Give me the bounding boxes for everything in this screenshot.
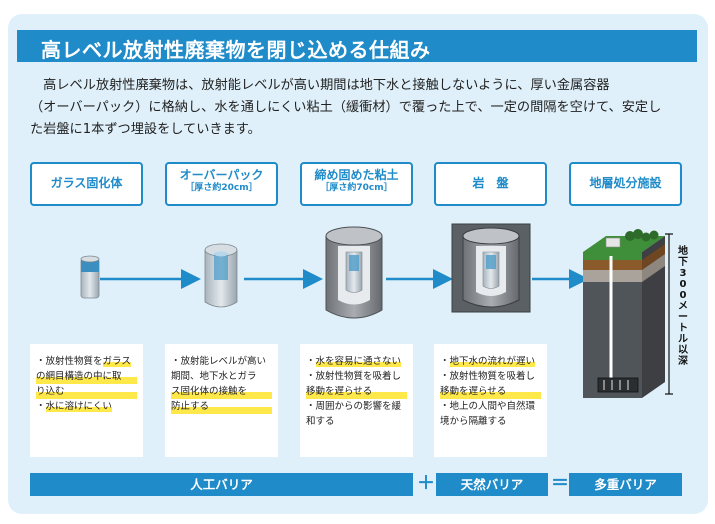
depth-char: 深: [678, 356, 688, 367]
stage-label: 締め固めた粘土: [314, 168, 399, 182]
depth-char: 0: [679, 290, 687, 301]
depth-char: ト: [678, 323, 688, 334]
note-line: 移動を遅らせる: [440, 384, 541, 399]
notes-clay: ・水を容易に通さない ・放射性物質を吸着し 移動を遅らせる ・周囲からの影響を緩…: [300, 344, 413, 457]
note-line: 防止する: [171, 399, 272, 414]
plus-sign: ＋: [417, 473, 435, 494]
note-line: 移動を遅らせる: [306, 384, 407, 399]
stage-label: ガラス固化体: [50, 176, 123, 190]
note-line: ・放射能レベルが高い: [171, 356, 267, 367]
natural-barrier-bar: 天然バリア: [436, 473, 548, 496]
notes-glass: ・放射性物質をガラス の網目構造の中に取 り込む ・水に溶けにくい: [30, 344, 143, 457]
note-line: ・放射性物質を吸着し: [306, 371, 402, 382]
note-line: ス固化体の接触を: [171, 384, 272, 399]
depth-char: 0: [679, 279, 687, 290]
equals-sign: ＝: [551, 473, 569, 494]
title-bar: 高レベル放射性廃棄物を閉じ込める仕組み: [17, 30, 697, 62]
note-line: ・水を容易に通さない: [306, 356, 402, 367]
note-line: ・水に溶けにくい: [36, 401, 112, 412]
multiple-barrier-bar: 多重バリア: [569, 473, 682, 496]
stage-header-rock: 岩 盤: [434, 162, 547, 206]
intro-line: 高レベル放射性廃棄物は、放射能レベルが高い期間は地下水と接触しないように、厚い金…: [30, 78, 610, 93]
stage-header-facility: 地層処分施設: [569, 162, 682, 206]
depth-char: 以: [678, 345, 688, 356]
note-line: 和する: [306, 416, 335, 427]
note-line: 期間、地下水とガラ: [171, 371, 257, 382]
depth-char: ル: [678, 334, 688, 345]
clay-buffer-icon: [325, 226, 383, 319]
page-title: 高レベル放射性廃棄物を閉じ込める仕組み: [41, 38, 431, 62]
note-line: 境から隔離する: [440, 416, 507, 427]
overpack-icon: [204, 243, 238, 308]
bedrock-icon: [451, 223, 531, 313]
stage-label: 地層処分施設: [589, 176, 662, 190]
depth-char: 3: [679, 268, 687, 279]
note-line: ・地上の人間や自然環: [440, 401, 536, 412]
stage-header-clay: 締め固めた粘土 ［厚さ約70cm］: [300, 162, 413, 206]
glass-canister-icon: [80, 255, 100, 299]
depth-char: ー: [678, 312, 688, 323]
stage-header-overpack: オーバーパック ［厚さ約20cm］: [165, 162, 278, 206]
note-line: ・放射性物質をガラス: [36, 356, 131, 367]
note-line: り込む: [36, 384, 137, 399]
depth-label: 地 下 3 0 0 メ ー ト ル 以 深: [675, 246, 691, 367]
intro-text: 高レベル放射性廃棄物は、放射能レベルが高い期間は地下水と接触しないように、厚い金…: [30, 75, 690, 141]
intro-line: （オーバーパック）に格納し、水を通しにくい粘土（緩衝材）で覆った上で、一定の間隔…: [30, 100, 662, 115]
stage-sublabel: ［厚さ約70cm］: [320, 183, 393, 193]
note-line: ・放射性物質を吸着し: [440, 371, 536, 382]
stage-label: 岩 盤: [472, 176, 509, 190]
notes-rock: ・地下水の流れが遅い ・放射性物質を吸着し 移動を遅らせる ・地上の人間や自然環…: [434, 344, 547, 457]
depth-char: 下: [678, 257, 688, 268]
depth-char: 地: [678, 246, 688, 257]
depth-char: メ: [678, 301, 688, 312]
stage-header-glass: ガラス固化体: [30, 162, 143, 206]
stage-label: オーバーパック: [179, 168, 264, 182]
disposal-facility-icon: [583, 229, 673, 398]
intro-line: た岩盤に1本ずつ埋設をしていきます。: [30, 122, 261, 137]
note-line: ・地下水の流れが遅い: [440, 356, 536, 367]
note-line: ・周囲からの影響を緩: [306, 401, 402, 412]
notes-overpack: ・放射能レベルが高い 期間、地下水とガラ ス固化体の接触を 防止する: [165, 344, 278, 457]
artificial-barrier-bar: 人工バリア: [30, 473, 413, 496]
note-line: の網目構造の中に取: [36, 369, 137, 384]
stage-sublabel: ［厚さ約20cm］: [185, 183, 258, 193]
